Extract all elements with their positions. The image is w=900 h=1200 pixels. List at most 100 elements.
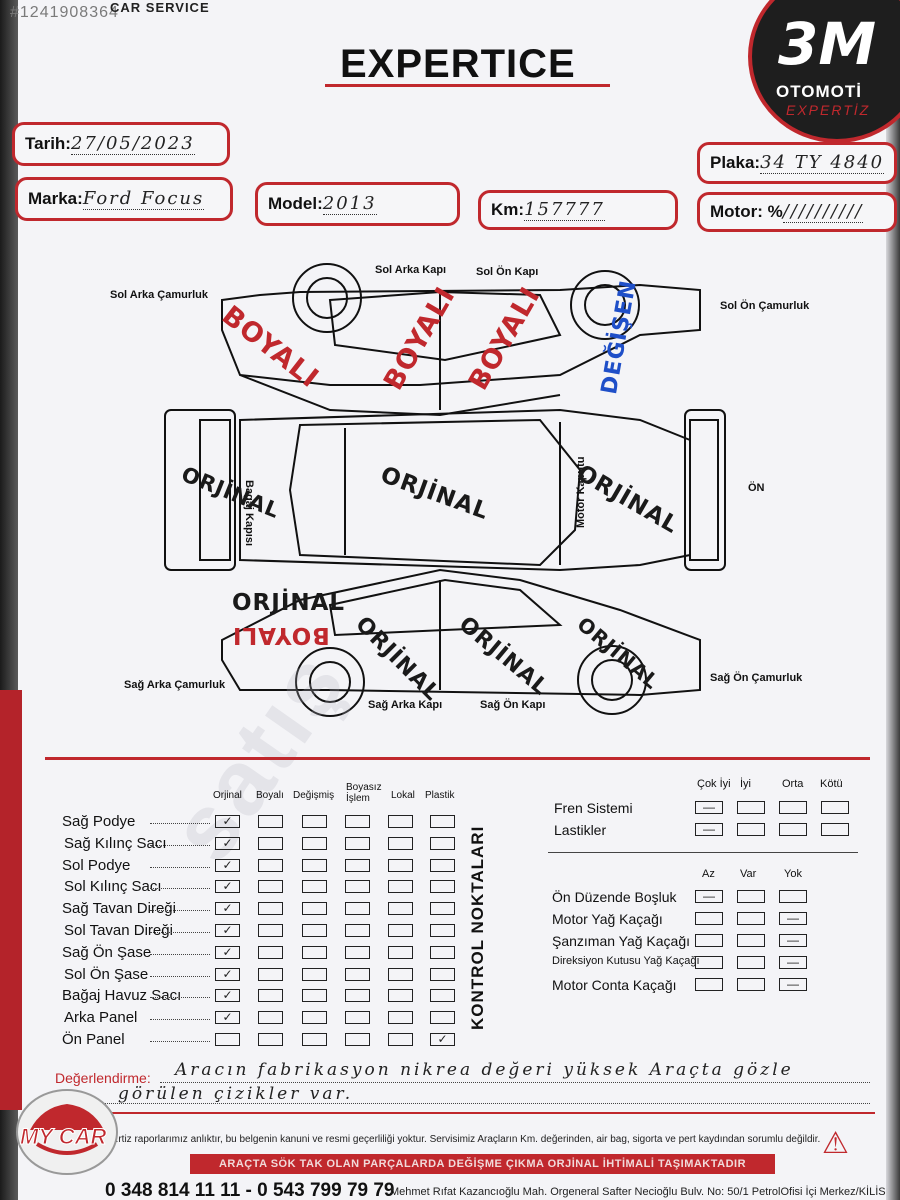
checklist-checkbox[interactable]: ✓ [215,924,240,937]
checklist-checkbox[interactable] [388,924,413,937]
checklist-checkbox[interactable] [345,858,370,872]
checklist-checkbox[interactable] [388,1033,413,1046]
checklist-checkbox[interactable] [258,924,283,937]
condition-checkbox[interactable] [779,823,807,836]
checklist-checkbox[interactable]: ✓ [215,902,240,916]
leak-checkbox[interactable] [779,890,807,903]
condition-checkbox[interactable]: — [695,823,723,836]
checklist-checkbox[interactable] [258,815,283,828]
checklist-checkbox[interactable] [302,924,327,937]
leak-checkbox[interactable] [695,956,723,969]
checklist-checkbox[interactable] [430,836,455,850]
checklist-row-leader [150,888,210,890]
checklist-checkbox[interactable] [258,989,283,1003]
checklist-checkbox[interactable] [345,880,370,894]
leak-checkbox[interactable] [695,934,723,947]
checklist-checkbox[interactable] [345,836,370,850]
leak-checkbox[interactable]: — [779,956,807,969]
checklist-checkbox[interactable] [302,989,327,1003]
checklist-checkbox[interactable] [388,945,413,959]
condition-checkbox[interactable] [737,801,765,814]
checklist-checkbox[interactable] [345,1011,370,1025]
checklist-checkbox[interactable] [302,815,327,828]
checklist-checkbox[interactable] [258,1033,283,1046]
checklist-checkbox[interactable] [430,967,455,981]
leak-checkbox[interactable] [695,978,723,991]
checklist-checkbox[interactable]: ✓ [215,989,240,1003]
checklist-checkbox[interactable] [345,967,370,981]
checklist-checkbox[interactable] [388,989,413,1003]
checklist-checkbox[interactable] [345,1033,370,1046]
checklist-checkbox[interactable]: ✓ [215,815,240,828]
checklist-row-leader [150,910,210,912]
checklist-checkbox[interactable]: ✓ [215,880,240,894]
leak-checkbox[interactable] [695,912,723,925]
checklist-checkbox[interactable] [258,836,283,850]
checklist-checkbox[interactable] [302,836,327,850]
disclaimer-text: ...rtiz raporlarımız anlıktır, bu belgen… [110,1134,821,1145]
checklist-checkbox[interactable] [302,880,327,894]
checklist-checkbox[interactable] [302,858,327,872]
km-label: Km: [491,200,525,219]
checklist-row-leader [150,1041,210,1042]
checklist-checkbox[interactable] [388,967,413,981]
checklist-checkbox[interactable] [430,902,455,916]
label-sol-arka-kapi: Sol Arka Kapı [375,264,447,276]
red-side-stripe [0,690,22,1110]
checklist-checkbox[interactable] [388,1011,413,1025]
leak-checkbox[interactable] [737,934,765,947]
checklist-checkbox[interactable] [302,902,327,916]
model-field: Model:2013 [255,182,460,226]
leak-checkbox[interactable] [737,978,765,991]
warning-banner: ARAÇTA SÖK TAK OLAN PARÇALARDA DEĞİŞME Ç… [190,1154,775,1174]
checklist-checkbox[interactable] [258,1011,283,1025]
leak-checkbox[interactable]: — [779,978,807,991]
checklist-checkbox[interactable] [215,1033,240,1046]
condition-checkbox[interactable] [779,801,807,814]
checklist-checkbox[interactable] [302,967,327,981]
condition-checkbox[interactable]: — [695,801,723,814]
checklist-checkbox[interactable] [388,880,413,894]
checklist-checkbox[interactable] [258,945,283,959]
leak-checkbox[interactable] [737,912,765,925]
checklist-checkbox[interactable] [258,880,283,894]
checklist-checkbox[interactable] [430,945,455,959]
condition-checkbox[interactable] [821,823,849,836]
leak-checkbox[interactable]: — [779,912,807,925]
checklist-checkbox[interactable]: ✓ [215,1011,240,1025]
checklist-checkbox[interactable] [430,924,455,937]
checklist-checkbox[interactable] [302,1011,327,1025]
checklist-checkbox[interactable] [388,858,413,872]
leak-checkbox[interactable] [737,956,765,969]
leak-checkbox[interactable]: — [779,934,807,947]
checklist-checkbox[interactable] [388,902,413,916]
condition-checkbox[interactable] [821,801,849,814]
checklist-checkbox[interactable]: ✓ [215,967,240,981]
checklist-checkbox[interactable] [345,945,370,959]
condition-checkbox[interactable] [737,823,765,836]
leak-checkbox[interactable]: — [695,890,723,903]
checklist-checkbox[interactable] [345,902,370,916]
checklist-checkbox[interactable] [430,858,455,872]
checklist-checkbox[interactable] [430,1011,455,1025]
checklist-checkbox[interactable]: ✓ [215,858,240,872]
checklist-checkbox[interactable] [302,945,327,959]
checklist-checkbox[interactable] [388,815,413,828]
checklist-checkbox[interactable] [258,967,283,981]
checklist-checkbox[interactable]: ✓ [430,1033,455,1046]
checklist-checkbox[interactable] [430,989,455,1003]
checklist-checkbox[interactable] [302,1033,327,1046]
leak-row-label: Motor Conta Kaçağı [552,977,677,993]
checklist-checkbox[interactable] [345,989,370,1003]
model-label: Model: [268,194,323,213]
checklist-checkbox[interactable] [345,924,370,937]
checklist-checkbox[interactable] [258,902,283,916]
checklist-checkbox[interactable] [345,815,370,828]
checklist-checkbox[interactable] [258,858,283,872]
leak-checkbox[interactable] [737,890,765,903]
checklist-checkbox[interactable] [430,815,455,828]
checklist-checkbox[interactable] [430,880,455,894]
checklist-checkbox[interactable]: ✓ [215,945,240,959]
checklist-checkbox[interactable] [388,836,413,850]
checklist-checkbox[interactable]: ✓ [215,836,240,850]
